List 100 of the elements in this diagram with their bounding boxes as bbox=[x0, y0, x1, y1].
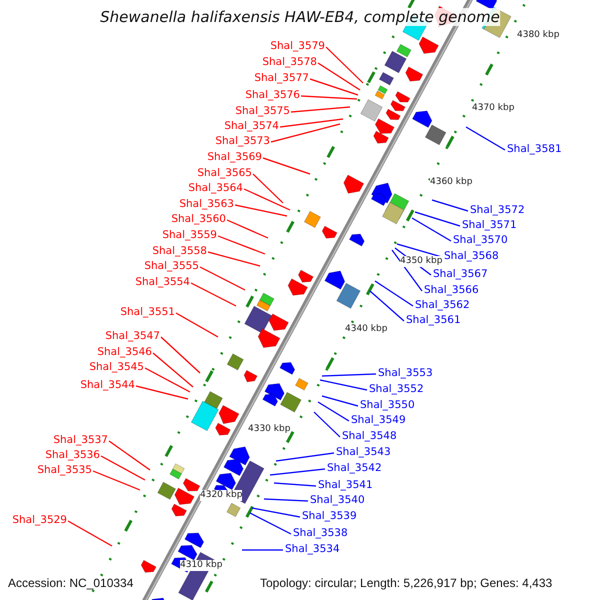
gene-label: Shal_3552 bbox=[369, 383, 424, 396]
leader-line bbox=[226, 219, 268, 239]
leader-line bbox=[234, 204, 288, 217]
leader-line bbox=[466, 126, 506, 151]
gene-label: Shal_3534 bbox=[285, 543, 340, 556]
leader-line bbox=[270, 468, 326, 476]
leader-line bbox=[92, 470, 140, 491]
leader-line bbox=[322, 373, 376, 377]
leader-line bbox=[208, 251, 260, 267]
scale-label: 4380 kbp bbox=[517, 30, 560, 41]
leader-line bbox=[250, 512, 292, 535]
leader-line bbox=[136, 385, 188, 400]
leader-line bbox=[370, 290, 404, 322]
scale-label: 4360 kbp bbox=[430, 177, 472, 188]
scale-label: 4310 kbp bbox=[180, 560, 222, 571]
leader-line bbox=[242, 549, 283, 551]
leader-line bbox=[252, 507, 300, 518]
gene-label: Shal_3562 bbox=[415, 299, 470, 312]
leader-line bbox=[108, 440, 150, 470]
scale-label: 4330 kbp bbox=[248, 424, 290, 435]
leader-line bbox=[300, 95, 358, 100]
gene-label: Shal_3538 bbox=[293, 527, 348, 540]
leader-line bbox=[176, 312, 218, 338]
leader-line bbox=[264, 498, 308, 502]
leader-line bbox=[144, 367, 190, 393]
scale-label: 4350 kbp bbox=[400, 256, 442, 267]
leader-line bbox=[326, 46, 364, 84]
title: Shewanella halifaxensis HAW-EB4, complete genome bbox=[100, 8, 500, 26]
gene-label: Shal_3573 bbox=[215, 135, 270, 148]
leader-line bbox=[200, 266, 246, 291]
gene-label: Shal_3547 bbox=[105, 330, 160, 343]
gene-label: Shal_3540 bbox=[310, 494, 365, 507]
gene-label: Shal_3551 bbox=[120, 306, 175, 319]
gene-label: Shal_3543 bbox=[336, 446, 391, 459]
scale-label: 4320 kbp bbox=[200, 490, 242, 501]
leader-line bbox=[432, 199, 468, 212]
gene-label: Shal_3553 bbox=[378, 367, 433, 380]
leader-line bbox=[412, 217, 452, 242]
gene-label: Shal_3542 bbox=[327, 462, 382, 475]
gene-label: Shal_3571 bbox=[462, 219, 517, 232]
gene-label: Shal_3541 bbox=[318, 479, 373, 492]
leader-line bbox=[290, 106, 350, 113]
gene-label: Shal_3581 bbox=[507, 143, 562, 156]
gene-label: Shal_3559 bbox=[162, 229, 217, 242]
gene-label: Shal_3569 bbox=[207, 151, 262, 164]
gene-label: Shal_3529 bbox=[12, 514, 67, 527]
gene-label: Shal_3577 bbox=[254, 72, 309, 85]
leader-line bbox=[276, 452, 334, 462]
leader-line bbox=[392, 250, 422, 292]
leader-line bbox=[318, 62, 360, 90]
gene-label: Shal_3539 bbox=[302, 510, 357, 523]
leader-line bbox=[374, 280, 414, 306]
gene-label: Shal_3548 bbox=[342, 430, 397, 443]
leader-line bbox=[320, 379, 368, 391]
gene-label: Shal_3546 bbox=[97, 346, 152, 359]
leader-line bbox=[100, 455, 146, 481]
gene-label: Shal_3563 bbox=[179, 198, 234, 211]
gene-label: Shal_3579 bbox=[270, 40, 325, 53]
gene-label: Shal_3537 bbox=[53, 434, 108, 447]
gene-label: Shal_3574 bbox=[224, 120, 279, 133]
gene-label: Shal_3568 bbox=[444, 250, 499, 263]
gene-label: Shal_3544 bbox=[80, 379, 135, 392]
scale-label: 4370 kbp bbox=[472, 103, 514, 114]
gene-label: Shal_3545 bbox=[89, 361, 144, 374]
footer-text: Topology: circular; Length: 5,226,917 bp; Genes: 4,433 bbox=[260, 576, 552, 591]
gene-label: Shal_3554 bbox=[135, 276, 190, 289]
leader-line bbox=[218, 235, 266, 255]
gene-label: Shal_3566 bbox=[424, 284, 479, 297]
leader-line bbox=[68, 520, 112, 547]
gene-label: Shal_3578 bbox=[262, 56, 317, 69]
gene-label: Shal_3560 bbox=[171, 213, 226, 226]
leader-line bbox=[318, 401, 350, 422]
gene-label: Shal_3572 bbox=[470, 204, 525, 217]
leader-line bbox=[274, 482, 316, 487]
leader-line bbox=[190, 282, 236, 307]
leader-line bbox=[280, 118, 344, 128]
leader-line bbox=[152, 352, 194, 388]
leader-line bbox=[244, 188, 290, 211]
gene-label: Shal_3535 bbox=[37, 464, 92, 477]
gene-label: Shal_3567 bbox=[433, 268, 488, 281]
gene-label: Shal_3564 bbox=[188, 182, 243, 195]
gene-label: Shal_3555 bbox=[144, 260, 199, 273]
gene-label: Shal_3558 bbox=[152, 245, 207, 258]
gene-label: Shal_3550 bbox=[360, 399, 415, 412]
gene-label: Shal_3570 bbox=[453, 234, 508, 247]
leader-line bbox=[314, 412, 340, 438]
leader-line bbox=[270, 123, 340, 143]
leader-line bbox=[252, 174, 284, 204]
leader-line bbox=[414, 211, 460, 227]
gene-label: Shal_3536 bbox=[45, 449, 100, 462]
leader-line bbox=[262, 157, 310, 175]
gene-label: Shal_3549 bbox=[351, 414, 406, 427]
leader-line bbox=[322, 395, 358, 407]
leader-line bbox=[396, 243, 442, 258]
gene-label: Shal_3561 bbox=[406, 314, 461, 327]
leader-line bbox=[160, 336, 200, 374]
gene-label: Shal_3575 bbox=[235, 105, 290, 118]
scale-label: 4340 kbp bbox=[345, 324, 388, 335]
gene-label: Shal_3576 bbox=[245, 89, 300, 102]
footer-text: Accession: NC_010334 bbox=[8, 576, 134, 591]
